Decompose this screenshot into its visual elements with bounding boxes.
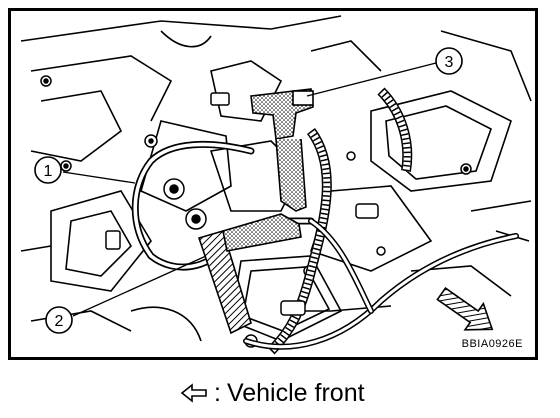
striped-arrow-icon [436,286,494,331]
diagram-frame: 1 2 3 BBIA0926E [8,8,538,360]
legend-separator: : [214,378,221,407]
callout-3: 3 [435,47,463,75]
figure-code: BBIA0926E [459,337,525,351]
legend-label: Vehicle front [226,378,365,407]
sensor-connector [250,88,314,212]
outline-left-arrow-icon [180,383,207,403]
cable-protector [197,213,302,335]
corrugated-harness-tube [267,87,413,355]
callout-3-number: 3 [445,54,454,71]
callout-1: 1 [34,156,62,184]
callout-2: 2 [45,306,73,334]
engine-bay-illustration: 1 2 3 [20,15,532,355]
callout-leaders [62,62,437,317]
harness-cable [131,141,519,350]
callout-2-number: 2 [55,313,64,330]
callout-1-number: 1 [44,163,53,180]
bracket-connectors [105,92,379,316]
vehicle-front-legend: : Vehicle front [180,376,365,410]
